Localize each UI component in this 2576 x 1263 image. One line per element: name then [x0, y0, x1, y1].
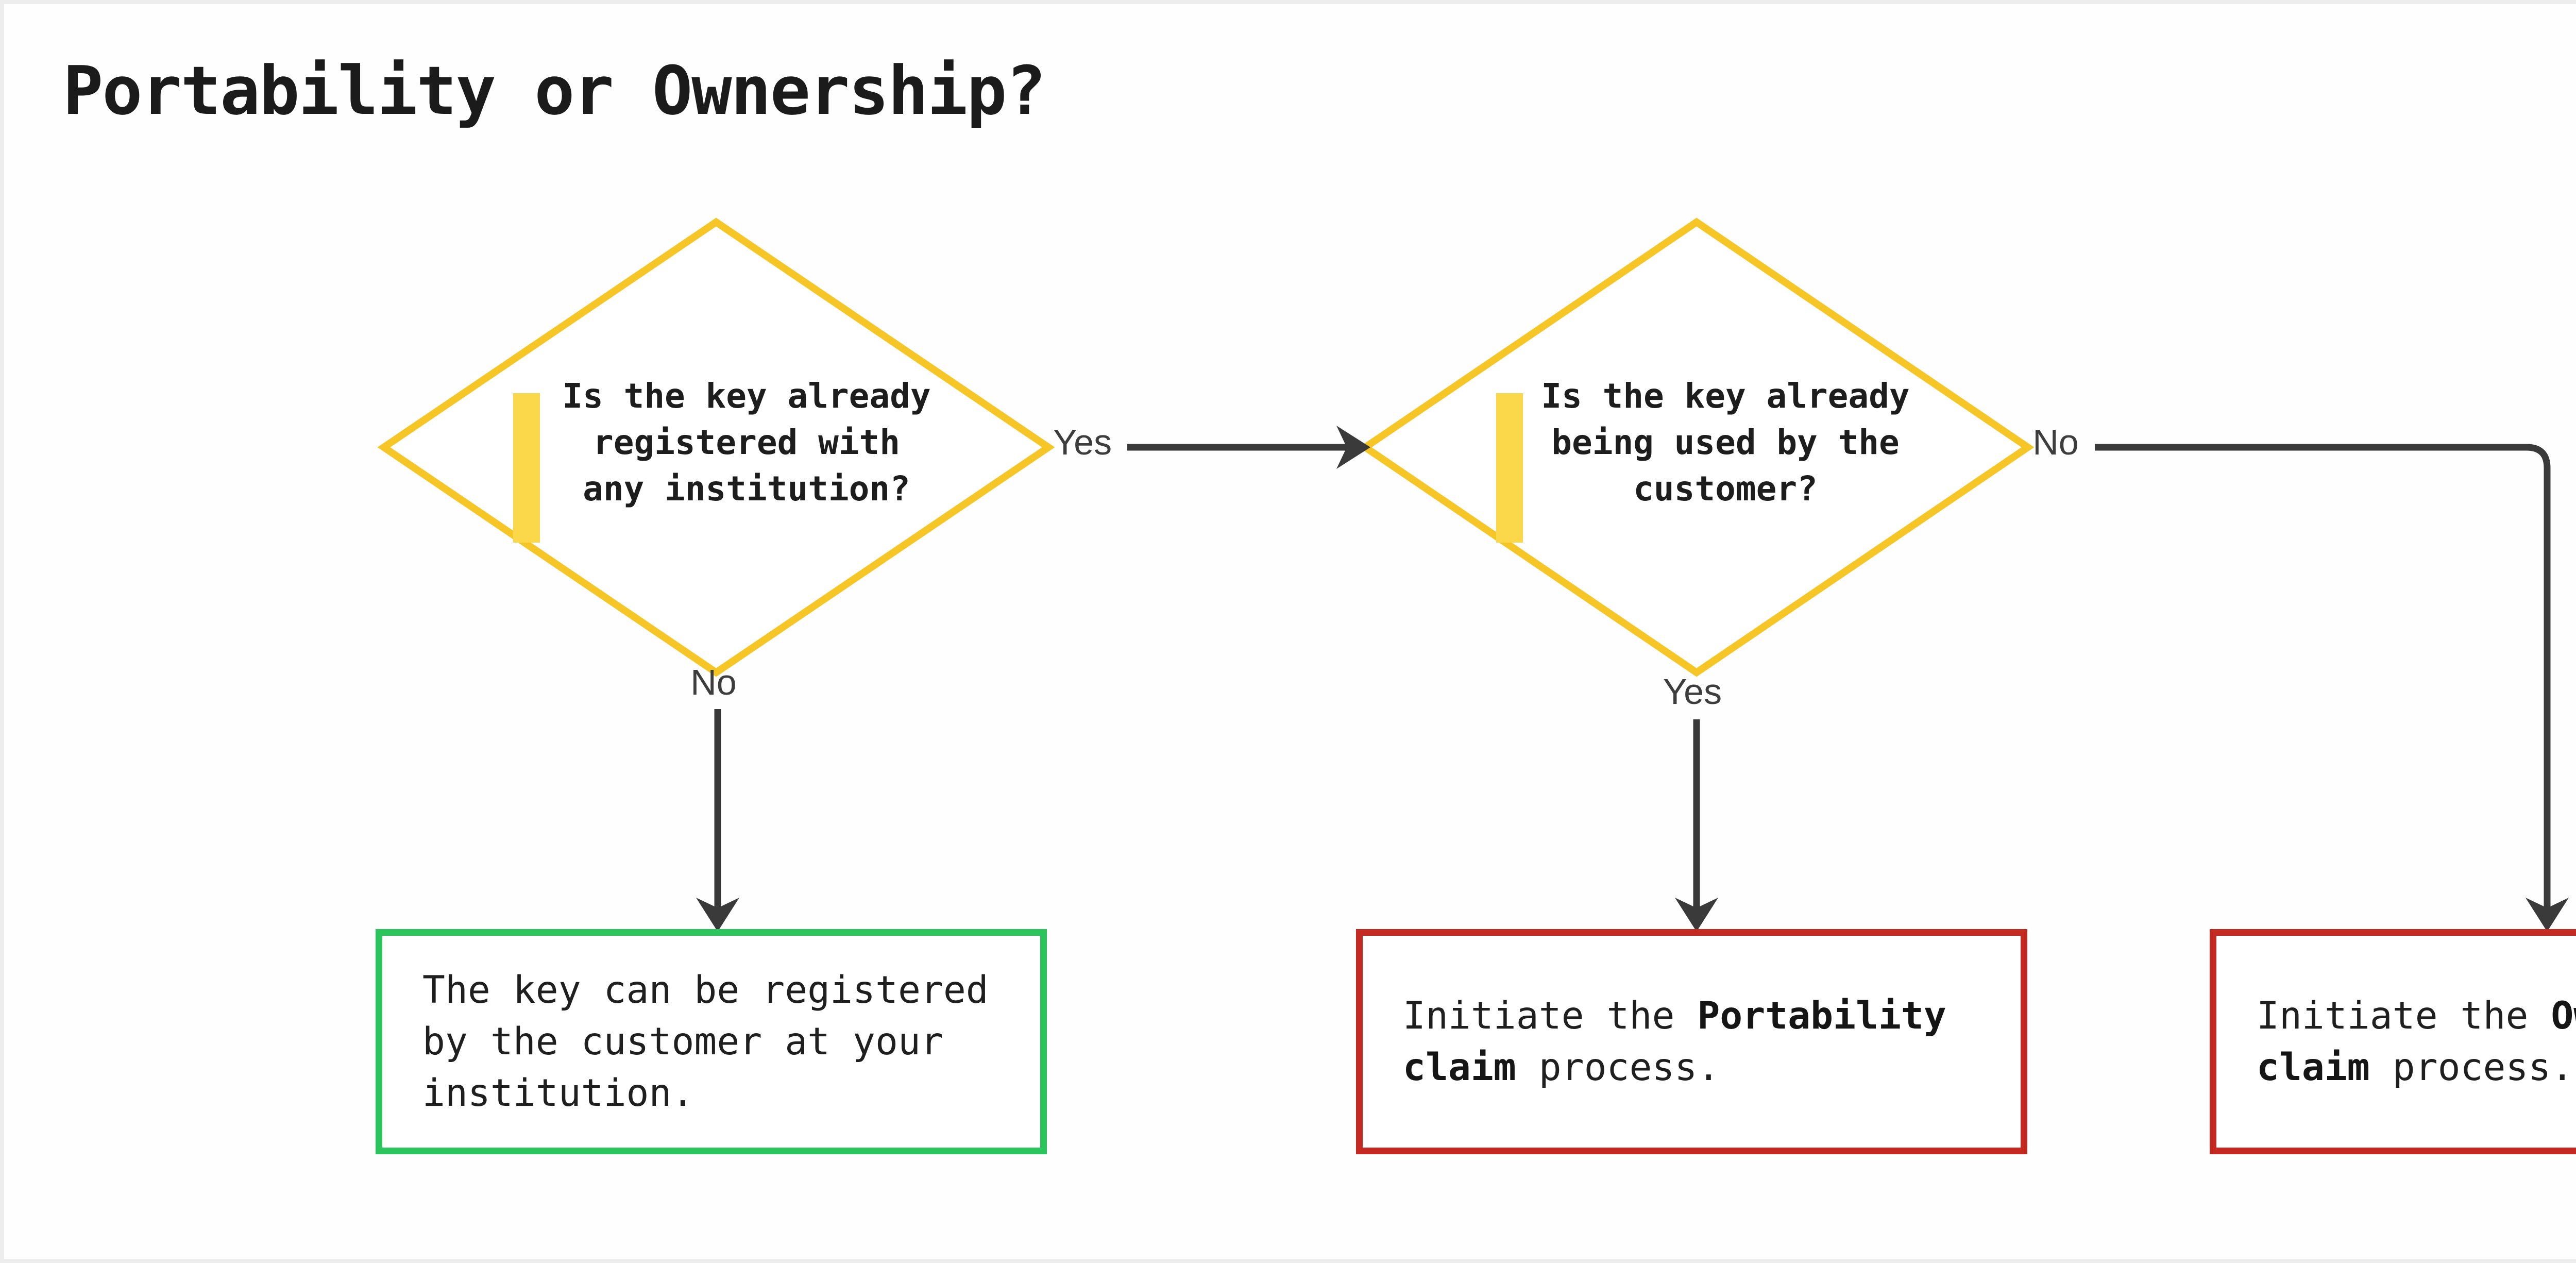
outcome-box-portability-claim: Initiate the Portability claim process. [1356, 929, 2027, 1154]
outcome-text-line: Initiate the Ownership [2257, 990, 2576, 1042]
outcome-text-line: The key can be registered [422, 968, 989, 1012]
outcome-box-ownership-claim: Initiate the Ownership claim process. [2210, 929, 2576, 1154]
outcome-text-segment: Initiate the [1403, 993, 1698, 1038]
decision-question-line: customer? [1633, 469, 1818, 509]
outcome-text-segment: process. [2369, 1045, 2574, 1089]
decision-question-line: any institution? [583, 469, 910, 509]
decision-diamond-1 [377, 217, 1055, 677]
outcome-text-bold-segment: claim [2257, 1045, 2370, 1089]
outcome-text-line: institution. [422, 1071, 694, 1115]
outcome-text-line: by the customer at your [422, 1019, 943, 1064]
outcome-box-register: The key can be registered by the custome… [376, 929, 1047, 1154]
decision-diamond-2 [1359, 217, 2035, 677]
outcome-text-segment: process. [1516, 1045, 1720, 1089]
outcome-text-bold-segment: claim [1403, 1045, 1516, 1089]
decision-accent-bar [513, 393, 540, 543]
decision-accent-bar [1496, 393, 1523, 543]
arrowhead-yes-1 [1336, 426, 1370, 469]
arrowhead-yes-2 [1675, 898, 1718, 932]
decision-question-line: Is the key already [1541, 376, 1910, 416]
edge-label-no-1: No [690, 662, 737, 702]
outcome-text-segment: Initiate the [2257, 993, 2551, 1038]
connector-no-2 [2095, 444, 2551, 909]
page-title: Portability or Ownership? [63, 52, 1046, 130]
edge-label-yes-2: Yes [1663, 671, 1722, 712]
flowchart-shapes-layer [377, 217, 2569, 932]
outcome-text-line: claim process. [1403, 1042, 2021, 1093]
decision-question-1: Is the key already registered with any i… [551, 373, 942, 512]
decision-question-2: Is the key already being used by the cus… [1530, 373, 1921, 512]
edge-label-yes-1: Yes [1053, 422, 1112, 462]
outcome-text-line: claim process. [2257, 1042, 2576, 1093]
decision-question-line: Is the key already [562, 376, 931, 416]
decision-question-line: registered with [592, 423, 901, 462]
arrowhead-no-1 [696, 898, 739, 932]
outcome-text-line: Initiate the Portability [1403, 990, 2021, 1042]
arrowhead-no-2 [2526, 898, 2569, 932]
outcome-text-bold-segment: Portability [1697, 993, 1946, 1038]
edge-label-no-2: No [2032, 422, 2079, 462]
decision-question-line: being used by the [1551, 423, 1900, 462]
outcome-text-bold-segment: Ownership [2551, 993, 2576, 1038]
